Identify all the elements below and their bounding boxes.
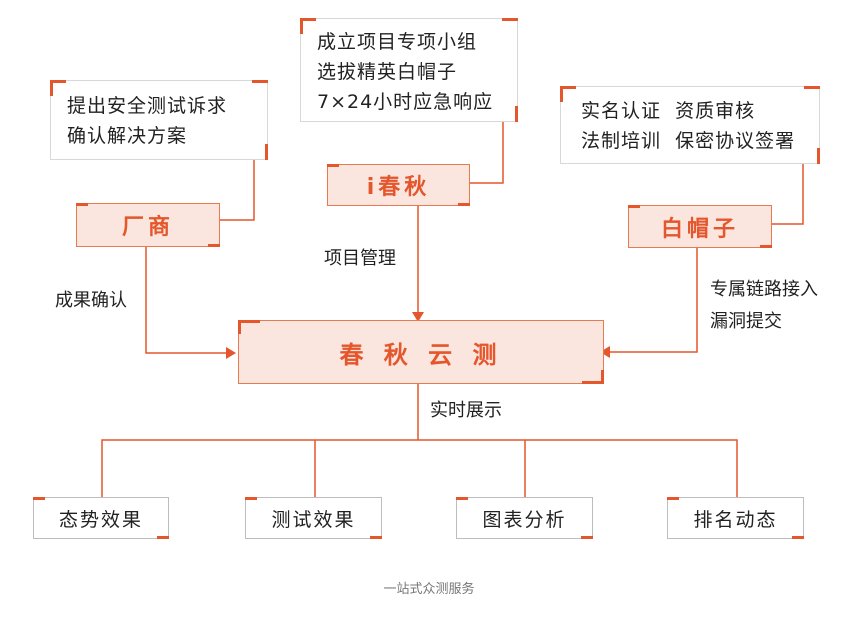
edge-label-line: 专属链路接入 [710,279,818,300]
note-line: 提出安全测试诉求 [67,95,228,117]
note-line: 7×24小时应急响应 [317,91,494,113]
output-box-chart-analysis: 图表分析 [456,497,593,539]
arrow-left-icon [600,346,610,358]
ichunqiu-node: i春秋 [327,164,470,206]
output-label: 态势效果 [58,508,143,531]
edge-label-result-confirm: 成果确认 [55,290,127,311]
note-line: 法制培训 保密协议签署 [581,130,796,152]
note-line: 实名认证 资质审核 [581,100,756,122]
whitehat-node: 白帽子 [628,205,772,248]
whitehat-node-label: 白帽子 [660,216,739,242]
team-note: 成立项目专项小组 选拔精英白帽子 7×24小时应急响应 [300,18,518,122]
center-node: 春 秋 云 测 [238,320,604,384]
note-line: 成立项目专项小组 [317,31,478,53]
arrow-down-icon [412,312,424,322]
note-line: 选拔精英白帽子 [317,61,458,83]
arrow-right-icon [226,347,236,359]
vendor-node-label: 厂商 [121,215,174,240]
output-box-test-effect: 测试效果 [245,497,382,539]
output-box-ranking: 排名动态 [667,497,804,539]
edge-label-line: 漏洞提交 [710,311,782,332]
edge-label-project-mgmt: 项目管理 [324,248,396,269]
output-box-situation: 态势效果 [33,497,169,539]
figure-caption: 一站式众测服务 [383,582,475,597]
vendor-node: 厂商 [76,203,220,247]
output-label: 图表分析 [482,508,567,531]
note-line: 确认解决方案 [67,125,188,147]
edge-label-dedicated-line: 专属链路接入 漏洞提交 [710,276,818,336]
output-label: 测试效果 [271,508,356,531]
vendor-needs-note: 提出安全测试诉求 确认解决方案 [50,80,268,160]
edge-label-realtime: 实时展示 [430,400,502,421]
whitehat-rules-note: 实名认证 资质审核 法制培训 保密协议签署 [560,86,820,164]
center-node-label: 春 秋 云 测 [339,340,503,369]
output-label: 排名动态 [693,508,778,531]
ichunqiu-node-label: i春秋 [366,175,431,200]
